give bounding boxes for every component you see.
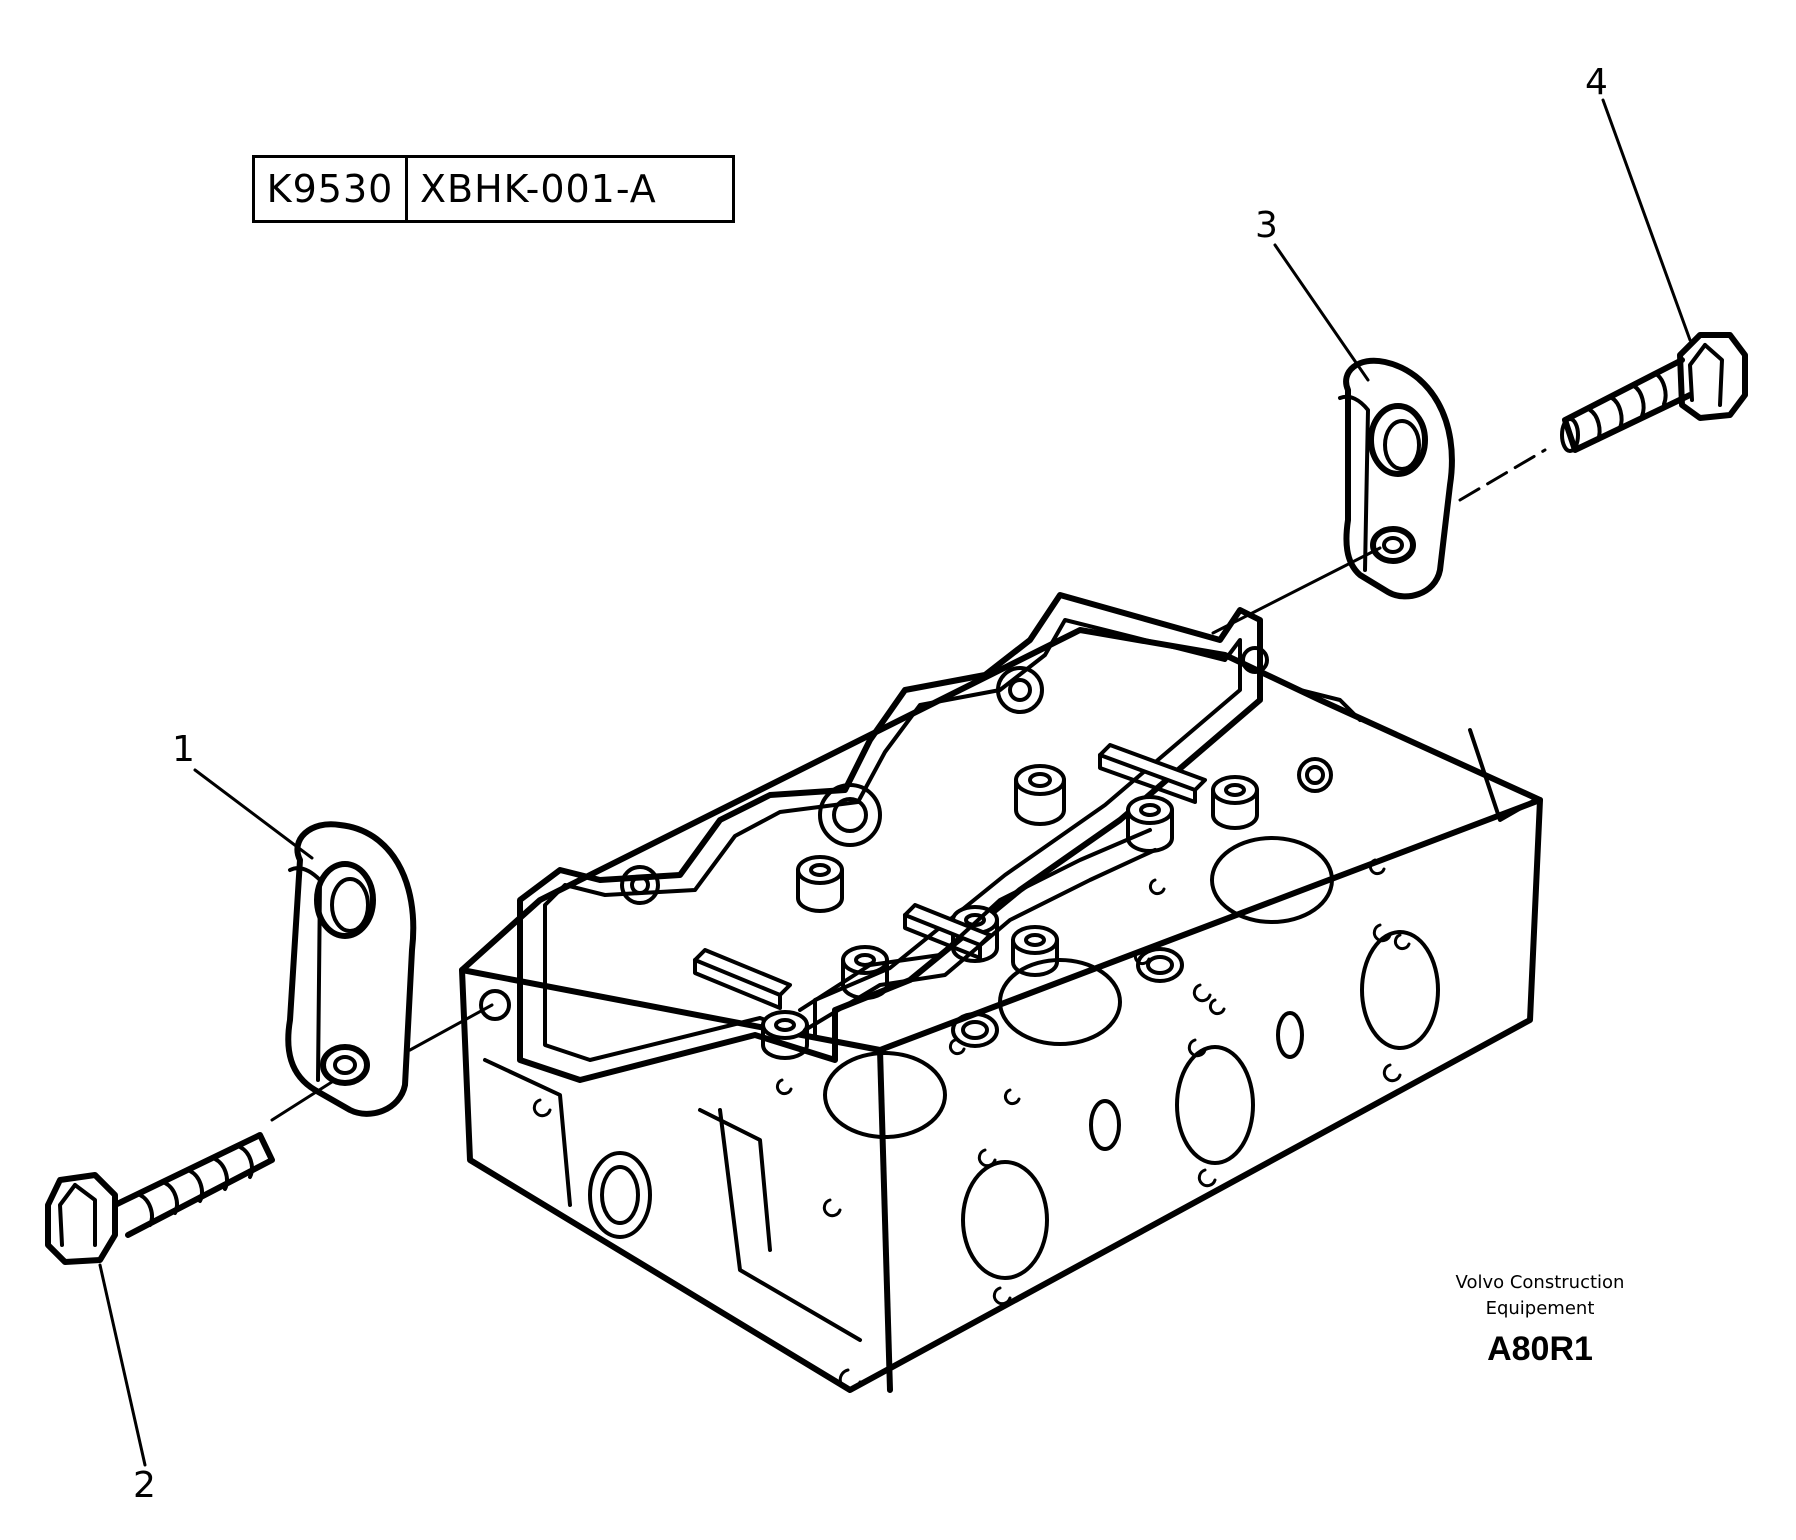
part-code: XBHK-001-A — [420, 167, 657, 211]
leader-3 — [1273, 243, 1370, 382]
leader-2 — [98, 1263, 147, 1467]
flange-bolt-right — [1560, 332, 1748, 453]
callout-4: 4 — [1585, 62, 1608, 103]
callout-3: 3 — [1255, 205, 1278, 246]
leader-1 — [193, 768, 314, 860]
brand-line-2: Equipement — [1485, 1298, 1595, 1319]
reference-code-box: K9530 XBHK-001-A — [252, 155, 735, 223]
callout-1: 1 — [172, 729, 195, 770]
flange-bolt-left — [45, 1132, 275, 1265]
brand-label: Volvo Construction Equipement — [1390, 1270, 1690, 1322]
reference-code: K9530 — [255, 158, 408, 220]
figure-code: A80R1 — [1487, 1330, 1593, 1368]
callout-2: 2 — [133, 1465, 156, 1506]
lifting-eye-bracket-left — [285, 821, 417, 1117]
leader-4 — [1601, 98, 1692, 342]
brand-line-1: Volvo Construction — [1455, 1272, 1625, 1293]
lifting-eye-bracket-right — [1338, 357, 1455, 600]
cylinder-head-drawing — [459, 592, 1543, 1393]
